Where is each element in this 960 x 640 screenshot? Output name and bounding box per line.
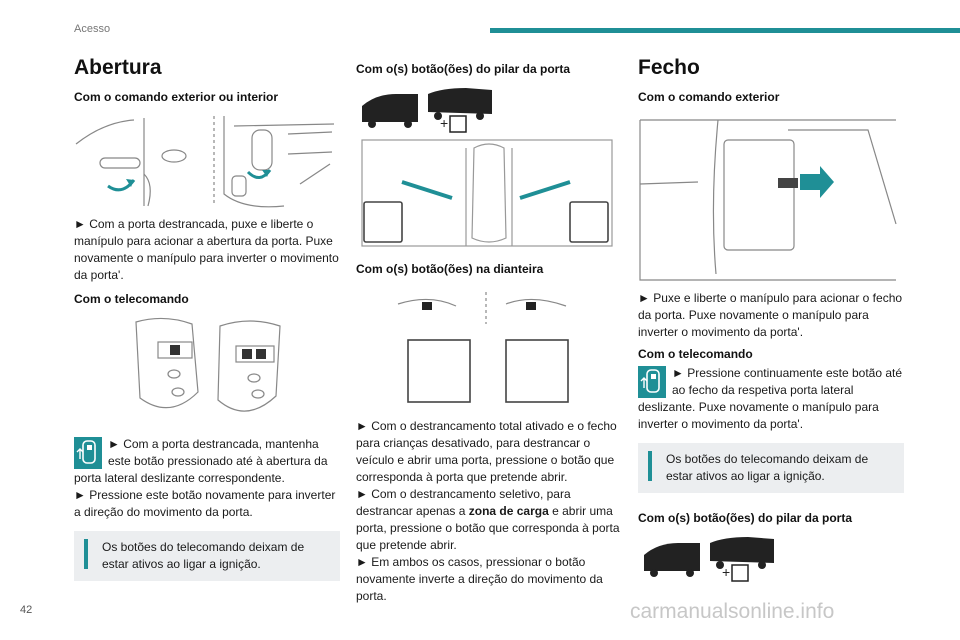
info-text: Os botões do telecomando deixam de estar… (666, 452, 869, 483)
subheading-pillar: Com o(s) botão(ões) do pilar da porta (356, 62, 571, 76)
info-box-remote: Os botões do telecomando deixam de estar… (74, 531, 340, 581)
column-abertura: Abertura Com o comando exterior ou inter… (74, 52, 340, 581)
remote-close-row: ► Pressione continuamente este botão até… (638, 365, 904, 433)
page-number: 42 (20, 604, 33, 616)
subheading-front: Com o(s) botão(ões) na dianteira (356, 262, 544, 276)
subheading-exterior-interior: Com o comando exterior ou interior (74, 90, 279, 104)
info-box-remote-close: Os botões do telecomando deixam de estar… (638, 443, 904, 493)
remote-key-illustration (135, 317, 281, 412)
vehicle-variants-icon: + (362, 88, 492, 133)
watermark: carmanualsonline.info (630, 600, 835, 623)
para-front-selective: ► Com o destrancamento seletivo, para de… (356, 487, 620, 552)
vehicle-variants-icon: + (644, 537, 774, 582)
page-header: Acesso (0, 0, 960, 40)
column-fecho: Fecho Com o comando exterior ► Puxe e li… (638, 52, 904, 583)
sliding-door-button-icon (74, 437, 102, 469)
para-front-reverse: ► Em ambos os casos, pressionar o botão … (356, 555, 603, 603)
front-buttons-illustration (397, 292, 569, 403)
info-text: Os botões do telecomando deixam de estar… (102, 540, 305, 571)
para-remote-close: ► Pressione continuamente este botão até… (638, 366, 903, 431)
sliding-door-button-icon (638, 366, 666, 398)
subheading-remote: Com o telecomando (74, 292, 189, 306)
door-pillar-illustration (361, 139, 613, 247)
para-open-handle: ► Com a porta destrancada, puxe e libert… (74, 217, 339, 282)
column-pillar-front: Com o(s) botão(ões) do pilar da porta + … (356, 52, 622, 605)
svg-text:+: + (722, 564, 730, 580)
heading-fecho: Fecho (638, 56, 700, 79)
section-title: Acesso (74, 23, 111, 35)
para-front-total: ► Com o destrancamento total ativado e o… (356, 419, 617, 484)
heading-abertura: Abertura (74, 56, 162, 79)
header-accent-bar (490, 28, 960, 33)
door-handle-illustration (75, 116, 335, 208)
svg-text:+: + (440, 115, 448, 131)
para-remote-open: ► Com a porta destrancada, mantenha este… (74, 437, 328, 485)
para-remote-reverse: ► Pressione este botão novamente para in… (74, 488, 336, 519)
cargo-zone-keyword: zona de carga (468, 504, 549, 518)
subheading-remote-close: Com o telecomando (638, 347, 753, 361)
subheading-pillar-close: Com o(s) botão(ões) do pilar da porta (638, 511, 853, 525)
para-close-handle: ► Puxe e liberte o manípulo para acionar… (638, 291, 903, 339)
remote-button-row: ► Com a porta destrancada, mantenha este… (74, 436, 340, 487)
subheading-exterior: Com o comando exterior (638, 90, 780, 104)
sliding-door-illustration (639, 119, 897, 281)
